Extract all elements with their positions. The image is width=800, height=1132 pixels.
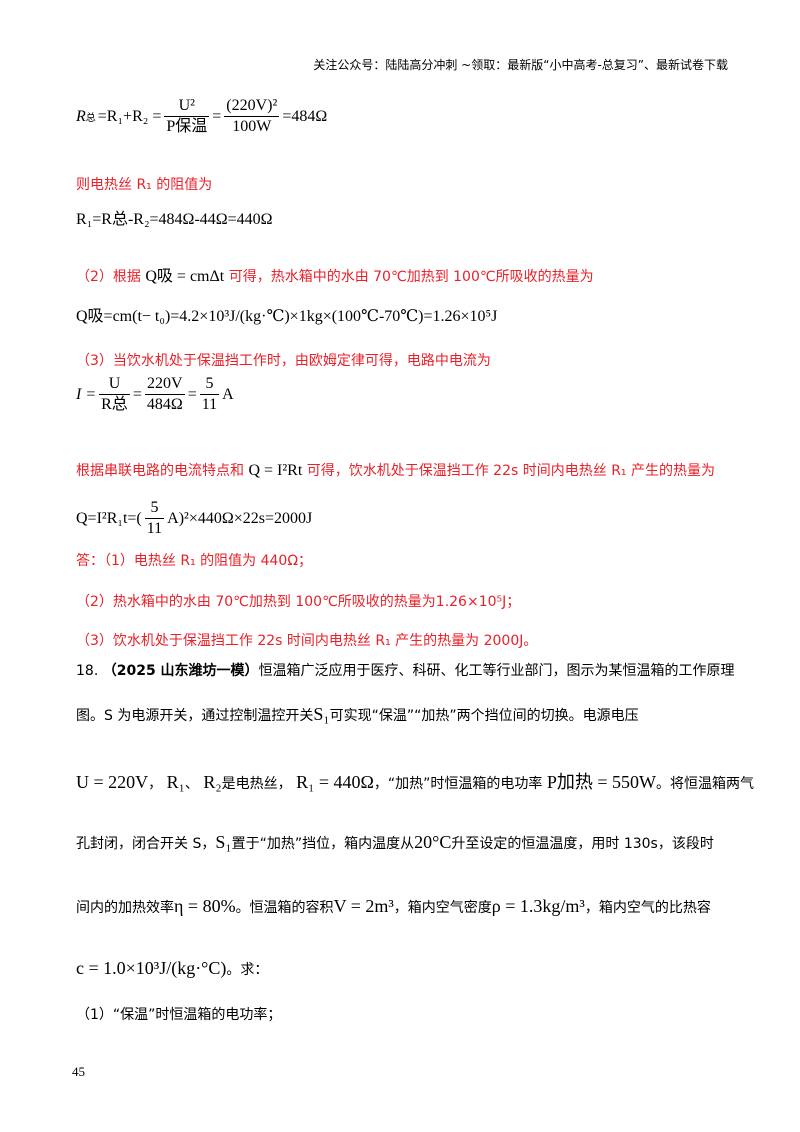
answer-1: 答：（1）电热丝 R₁ 的阻值为 440Ω；	[76, 553, 313, 569]
answer-3: （3）饮水机处于保温挡工作 22s 时间内电热丝 R₁ 产生的热量为 2000J…	[76, 633, 538, 649]
equation-current: I = U R总 = 220V 484Ω = 5 11 A	[76, 375, 234, 413]
q18-number: 18.	[76, 663, 99, 679]
eq4-fraction-2: 220V 484Ω	[144, 375, 185, 413]
page-number: 45	[72, 1064, 85, 1079]
q18-line-3: U = 220V， R₁、 R₂是电热丝， R₁ = 440Ω，“加热”时恒温箱…	[76, 772, 755, 792]
eq1-fraction-1: U² P保温	[164, 97, 210, 135]
equation-joule-heat: Q=I²R₁t=( 5 11 A)²×440Ω×22s=2000J	[76, 499, 313, 537]
eq1-lhs: R	[76, 107, 86, 125]
part2-formula: Q吸 = cmΔt	[145, 268, 225, 285]
eq1-result: =484Ω	[282, 107, 328, 125]
eq5-fraction: 5 11	[144, 499, 165, 537]
part3-intro: （3）当饮水机处于保温挡工作时，由欧姆定律可得，电路中电流为	[76, 353, 491, 369]
eq1-lhs-sub: 总	[85, 113, 96, 124]
series-intro: 根据串联电路的电流特点和 Q = I²Rt 可得，饮水机处于保温挡工作 22s …	[76, 462, 715, 479]
answer-2: （2）热水箱中的水由 70℃加热到 100℃所吸收的热量为1.26×10⁵J；	[76, 594, 521, 610]
q18-line-4: 孔封闭，闭合开关 S，S₁置于“加热”挡位，箱内温度从20°C升至设定的恒温温度…	[76, 832, 714, 852]
q18-line-5: 间内的加热效率η = 80%。恒温箱的容积V = 2m³，箱内空气密度ρ = 1…	[76, 896, 711, 916]
q18-line-6: c = 1.0×10³J/(kg·°C)。求：	[76, 958, 269, 978]
q18-sub-question-1: （1）“保温”时恒温箱的电功率；	[76, 1007, 282, 1023]
series-formula: Q = I²Rt	[248, 462, 303, 479]
part2-intro: （2）根据 Q吸 = cmΔt 可得，热水箱中的水由 70℃加热到 100℃所吸…	[76, 268, 594, 285]
eq1-fraction-2: (220V)² 100W	[224, 97, 280, 135]
q18-line-1: 18. （2025 山东潍坊一模）恒温箱广泛应用于医疗、科研、化工等行业部门，图…	[76, 663, 735, 679]
r1-intro: 则电热丝 R₁ 的阻值为	[76, 177, 213, 193]
page-header: 关注公众号：陆陆高分冲刺 ~领取：最新版“小中高考-总复习”、最新试卷下载	[313, 58, 728, 72]
q18-line-2: 图。S 为电源开关，通过控制温控开关S₁可实现“保温”“加热”两个挡位间的切换。…	[76, 704, 639, 724]
eq1-mid: =R₁+R₂ =	[97, 107, 162, 125]
q18-source: （2025 山东潍坊一模）	[102, 663, 259, 679]
equation-heat: Q吸=cm(t− t₀)=4.2×10³J/(kg·℃)×1kg×(100℃-7…	[76, 308, 498, 325]
eq4-fraction-3: 5 11	[199, 375, 220, 413]
equation-r1: R₁=R总-R₂=484Ω-44Ω=440Ω	[76, 211, 273, 228]
eq4-fraction-1: U R总	[99, 375, 130, 413]
